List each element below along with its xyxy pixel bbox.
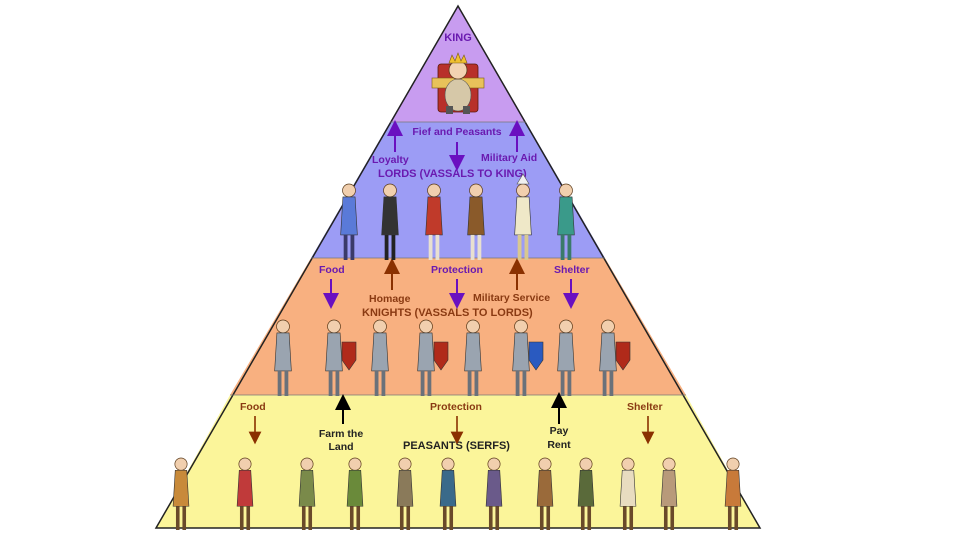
peasants-title: PEASANTS (SERFS) bbox=[403, 440, 510, 452]
lord-blue-cloak bbox=[340, 183, 358, 260]
peasant-12 bbox=[724, 457, 742, 530]
knight-5 bbox=[464, 319, 482, 396]
pay-label: Pay bbox=[550, 425, 569, 437]
king-figure bbox=[431, 52, 485, 114]
loyalty-label: Loyalty bbox=[372, 154, 409, 166]
peasant-7 bbox=[485, 457, 503, 530]
knight-7 bbox=[557, 319, 575, 396]
peasant-3 bbox=[298, 457, 316, 530]
knight-8 bbox=[599, 319, 631, 396]
pyramid-outline bbox=[154, 4, 762, 529]
peasant-4 bbox=[346, 457, 364, 530]
knight-6 bbox=[512, 319, 544, 396]
knights-tier bbox=[230, 258, 686, 395]
peasants-figures bbox=[172, 457, 742, 530]
peasants-shelter-label: Shelter bbox=[627, 401, 663, 413]
knights-shelter-label: Shelter bbox=[554, 264, 590, 276]
knights-title: KNIGHTS (VASSALS TO LORDS) bbox=[362, 307, 533, 319]
peasant-11 bbox=[660, 457, 678, 530]
lord-green-tunic bbox=[557, 183, 575, 260]
lords-title: LORDS (VASSALS TO KING) bbox=[378, 168, 527, 180]
lord-dark-robe bbox=[381, 183, 399, 260]
knights-food-label: Food bbox=[319, 264, 345, 276]
peasant-10 bbox=[619, 457, 637, 530]
knight-3 bbox=[371, 319, 389, 396]
knight-2 bbox=[325, 319, 357, 396]
peasant-6 bbox=[439, 457, 457, 530]
knights-protection-label: Protection bbox=[431, 264, 483, 276]
military-service-label: Military Service bbox=[473, 292, 550, 304]
king-title: KING bbox=[444, 32, 472, 44]
knight-4 bbox=[417, 319, 449, 396]
homage-label: Homage bbox=[369, 293, 411, 305]
peasant-8 bbox=[536, 457, 554, 530]
knights-figures bbox=[274, 319, 631, 396]
peasant-9 bbox=[577, 457, 595, 530]
lords-figures bbox=[340, 173, 575, 260]
military-aid-label: Military Aid bbox=[481, 152, 537, 164]
peasant-5 bbox=[396, 457, 414, 530]
lord-red-tunic bbox=[425, 183, 443, 260]
peasant-1 bbox=[172, 457, 190, 530]
rent-label: Rent bbox=[547, 439, 571, 451]
lord-brown-tunic bbox=[467, 183, 485, 260]
peasants-protection-label: Protection bbox=[430, 401, 482, 413]
peasant-2 bbox=[236, 457, 254, 530]
knight-1 bbox=[274, 319, 292, 396]
fief-and-peasants-label: Fief and Peasants bbox=[412, 126, 501, 138]
lord-bishop bbox=[514, 173, 532, 260]
land-label: Land bbox=[328, 441, 353, 453]
peasants-food-label: Food bbox=[240, 401, 266, 413]
farm-the-label: Farm the bbox=[319, 428, 364, 440]
